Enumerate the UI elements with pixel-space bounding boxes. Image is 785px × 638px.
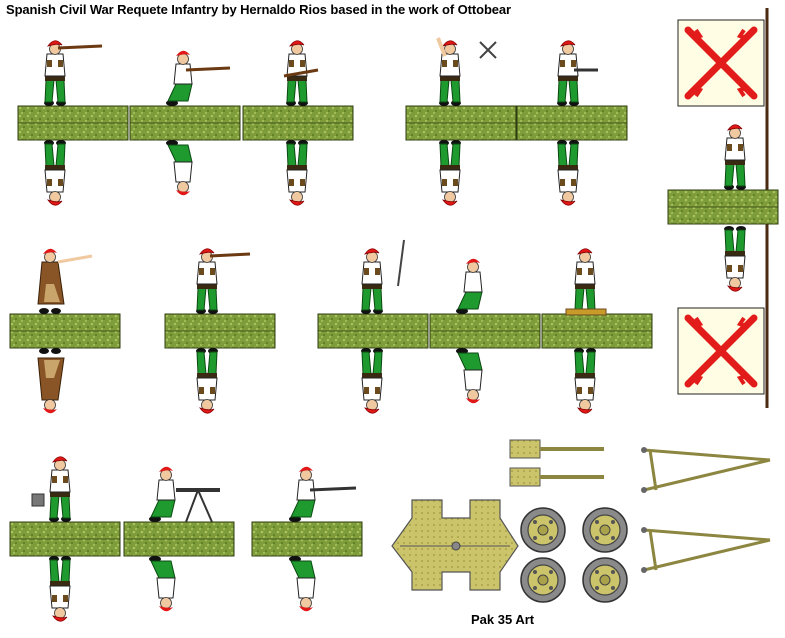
figure-officer-coat-pistol xyxy=(9,248,121,414)
figure-mortar-crew xyxy=(541,248,653,414)
sheet-title: Spanish Civil War Requete Infantry by He… xyxy=(6,2,512,17)
figure-kneeling-loader xyxy=(429,258,541,404)
figure-lmg-gunner-prone xyxy=(251,466,363,612)
figure-rifleman-kneeling-aiming xyxy=(129,50,241,196)
artillery-gun-barrel-top xyxy=(509,439,604,459)
figure-grenadier-throwing xyxy=(405,37,517,206)
figure-mg-ammo-carrier xyxy=(9,456,121,622)
figure-flag-bearer xyxy=(667,8,779,408)
figure-rifleman-standing-aiming xyxy=(17,40,129,206)
sheet-footer-credit: Pak 35 Art xyxy=(471,612,535,627)
artillery-wheels xyxy=(520,507,628,603)
artillery-gun-shield xyxy=(391,499,519,591)
figure-sniper-scoped-rifle xyxy=(164,248,276,414)
figure-smg-advancing xyxy=(516,40,628,206)
figure-standing-signal-flag xyxy=(317,239,429,414)
artillery-trail-legs-bottom xyxy=(641,527,771,573)
artillery-trail-legs-top xyxy=(641,447,771,493)
figure-hmg-gunner-tripod xyxy=(123,466,235,612)
artillery-gun-barrel-bottom xyxy=(509,467,604,487)
figure-rifleman-standing-ready xyxy=(242,40,354,206)
